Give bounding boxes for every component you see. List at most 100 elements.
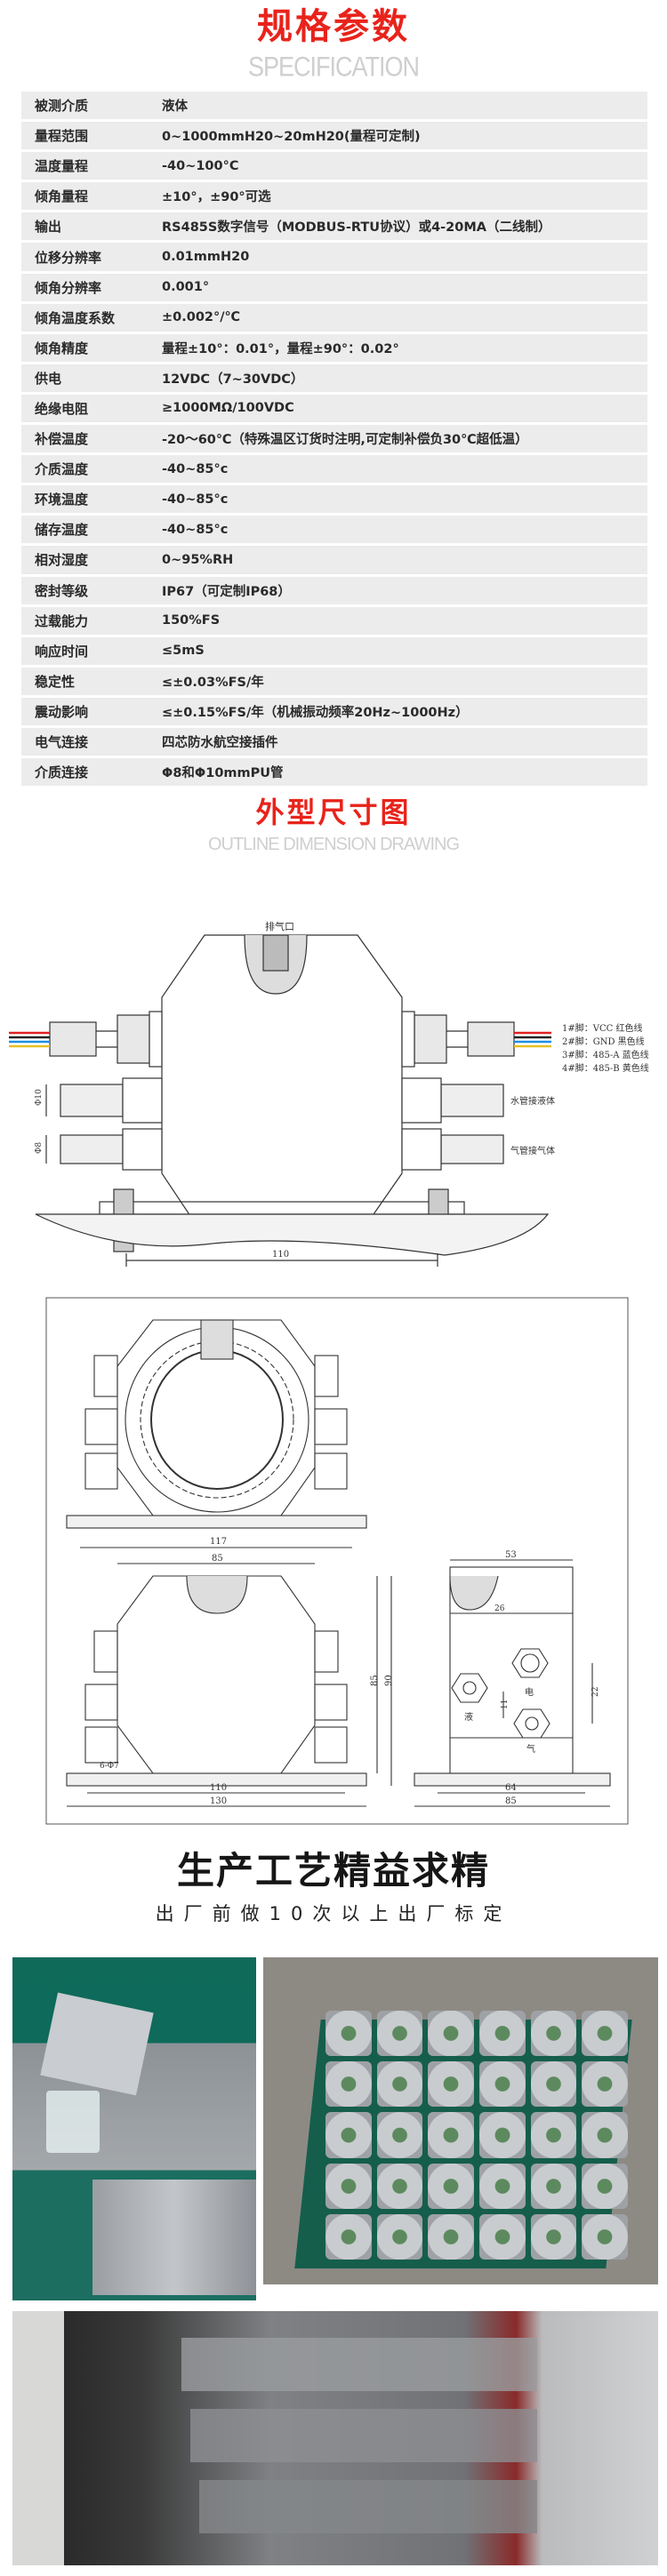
- spec-value: 12VDC（7~30VDC）: [162, 372, 304, 387]
- installation-drawing: 排气口 1#脚：VCC 红色线 2#脚：GND 黑色线 3#脚：485-A 蓝色…: [9, 920, 649, 1267]
- pin-1-label: 1#脚：VCC 红色线: [562, 1022, 642, 1034]
- dim-11-label: 11: [501, 1700, 510, 1709]
- spec-label: 密封等级: [35, 582, 89, 599]
- spec-value: 0.01mmH20: [162, 250, 250, 265]
- dia10-label: Φ10: [35, 1089, 44, 1106]
- tray-sensor: [428, 2112, 474, 2158]
- spec-value: -40~85°c: [162, 522, 229, 537]
- dim-64-label: 64: [505, 1783, 517, 1793]
- tray-sensor: [428, 2213, 474, 2260]
- spec-row: 介质温度-40~85°c: [21, 455, 647, 486]
- spec-label: 倾角分辨率: [35, 279, 102, 296]
- tray-sensor: [530, 2112, 577, 2158]
- spec-label: 倾角精度: [35, 340, 89, 356]
- tray-sensor: [428, 2163, 474, 2209]
- spec-label: 介质温度: [35, 461, 89, 478]
- tray-sensor: [479, 2112, 526, 2158]
- tray-sensor: [428, 2061, 474, 2108]
- tray-sensor: [582, 2112, 628, 2158]
- tray-sensor: [479, 2011, 526, 2057]
- vent-label: 排气口: [265, 920, 294, 932]
- elec-label: 电: [525, 1686, 534, 1698]
- spec-value: IP67（可定制IP68）: [162, 584, 291, 599]
- spec-row: 温度量程-40~100°C: [21, 152, 647, 183]
- outline-subtitle: OUTLINE DIMENSION DRAWING: [207, 835, 460, 854]
- spec-value: Φ8和Φ10mmPU管: [162, 766, 284, 781]
- spec-value: 液体: [162, 100, 188, 115]
- tray-sensor: [376, 2213, 423, 2260]
- dim-85-label: 85: [212, 1554, 223, 1564]
- spec-row: 响应时间≤5mS: [21, 636, 647, 668]
- spec-row: 位移分辨率 0.01mmH20: [21, 243, 647, 274]
- spec-label: 倾角温度系数: [35, 309, 116, 326]
- spec-label: 储存温度: [35, 522, 89, 539]
- tray-sensor: [325, 2213, 372, 2260]
- spec-row: 环境温度-40~85°c: [21, 485, 647, 516]
- spec-value: 量程±10°：0.01°，量程±90°：0.02°: [162, 341, 399, 356]
- spec-label: 稳定性: [35, 673, 76, 690]
- craft-title: 生产工艺精益求精: [176, 1849, 490, 1892]
- spec-value: 四芯防水航空接插件: [162, 736, 278, 751]
- craft-subtitle: 出厂前做10次以上出厂标定: [155, 1903, 512, 1924]
- spec-value: ±10°，±90°可选: [162, 190, 271, 205]
- tray-sensor: [479, 2163, 526, 2209]
- outline-title: 外型尺寸图: [255, 796, 412, 829]
- tray-sensor: [325, 2112, 372, 2158]
- dimension-drawing: 117 85 85 90 6-Φ7 110 130 53 26 22 11 电 …: [45, 1297, 629, 1825]
- spec-value: ≤5mS: [162, 644, 205, 659]
- spec-value: RS485S数字信号（MODBUS-RTU协议）或4-20MA（二线制）: [162, 220, 551, 236]
- spec-label: 量程范围: [35, 128, 89, 145]
- spec-label: 被测介质: [35, 98, 89, 115]
- spec-title: 规格参数: [257, 6, 410, 47]
- wire-bundle-left: [9, 1031, 50, 1048]
- spec-value: -20～60℃（特殊温区订货时注明,可定制补偿负30℃超低温）: [162, 433, 528, 448]
- water-pipe-label: 水管接液体: [510, 1095, 555, 1107]
- gas-label: 气: [526, 1743, 535, 1755]
- spec-row: 储存温度 -40~85°c: [21, 516, 647, 547]
- spec-label: 介质连接: [35, 764, 89, 781]
- dim-85v-label: 85: [370, 1675, 380, 1686]
- spec-row: 被测介质 液体: [21, 92, 647, 123]
- wire-bundle-right: [514, 1031, 551, 1048]
- tray-sensor: [530, 2163, 577, 2209]
- spec-row: 密封等级 IP67（可定制IP68）: [21, 576, 647, 607]
- gas-pipe-label: 气管接气体: [510, 1145, 555, 1156]
- tray-sensor: [582, 2011, 628, 2057]
- spec-label: 电气连接: [35, 734, 89, 751]
- drawing-frame: [45, 1297, 629, 1825]
- tray-sensor: [479, 2061, 526, 2108]
- liquid-label: 液: [464, 1711, 473, 1723]
- spec-row: 介质连接 Φ8和Φ10mmPU管: [21, 758, 647, 789]
- spec-label: 输出: [35, 219, 62, 236]
- tray-sensor: [376, 2011, 423, 2057]
- dim-90-label: 90: [384, 1675, 394, 1686]
- photo-potting-sensor: [12, 1957, 256, 2300]
- tray-sensor: [325, 2163, 372, 2209]
- tray-sensor: [428, 2011, 474, 2057]
- spec-row: 稳定性≤±0.03%FS/年: [21, 667, 647, 698]
- dim-26-label: 26: [494, 1604, 505, 1613]
- spec-value: ±0.002°/℃: [162, 310, 241, 325]
- tray-sensor: [376, 2163, 423, 2209]
- spec-row: 倾角温度系数 ±0.002°/℃: [21, 303, 647, 334]
- dim-53-label: 53: [505, 1550, 517, 1560]
- tray-sensor: [530, 2011, 577, 2057]
- spec-row: 倾角精度 量程±10°：0.01°，量程±90°：0.02°: [21, 333, 647, 364]
- spec-label: 位移分辨率: [35, 249, 102, 266]
- spec-row: 输出 RS485S数字信号（MODBUS-RTU协议）或4-20MA（二线制）: [21, 212, 647, 244]
- spec-label: 环境温度: [35, 492, 89, 508]
- photo-sensor-tray: [263, 1957, 658, 2284]
- tray-sensor: [582, 2213, 628, 2260]
- tray-sensor: [479, 2213, 526, 2260]
- spec-label: 震动影响: [35, 703, 89, 720]
- spec-label: 温度量程: [35, 158, 89, 175]
- tray-sensor: [530, 2061, 577, 2108]
- dim-130-label: 130: [210, 1796, 227, 1806]
- spec-value: ≤±0.15%FS/年（机械振动频率20Hz~1000Hz）: [162, 705, 469, 720]
- dim-110b-label: 110: [210, 1783, 227, 1793]
